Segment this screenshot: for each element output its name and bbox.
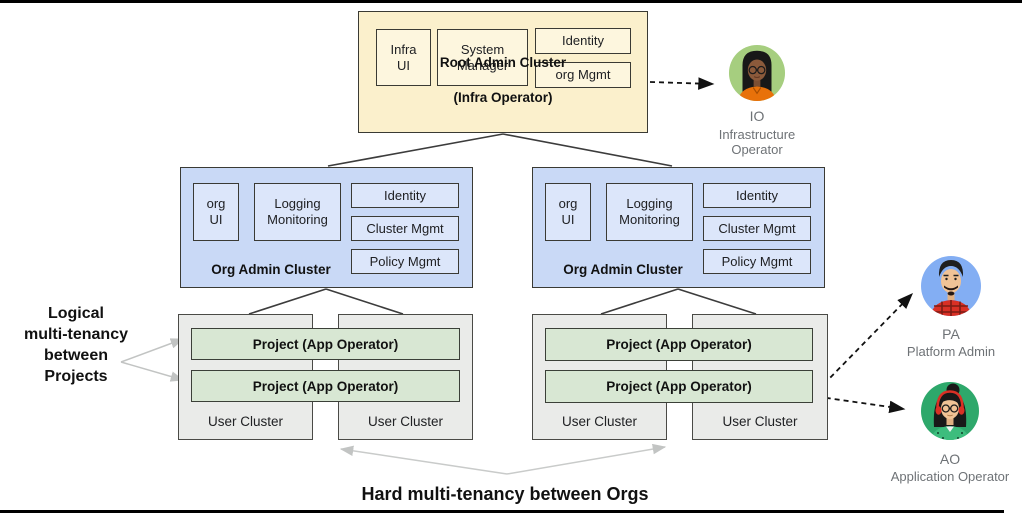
org-admin-cluster-right: org UI Logging Monitoring Identity Clust…: [532, 167, 825, 288]
org-cluster-title: Org Admin Cluster: [563, 262, 683, 278]
component-org-ui: org UI: [193, 183, 239, 241]
platform-admin-avatar-icon: [921, 256, 981, 316]
user-cluster-label: User Cluster: [561, 414, 637, 429]
logical-multitenancy-note: Logical multi-tenancy between Projects: [23, 305, 128, 385]
org-to-user-connectors: [248, 288, 757, 315]
io-avatar: [728, 44, 786, 102]
root-to-org-connectors: [327, 133, 673, 167]
component-identity: Identity: [535, 28, 631, 54]
project-bar-left-2: Project (App Operator): [191, 370, 460, 402]
root-cluster-title: Root Admin Cluster (Infra Operator): [359, 36, 647, 124]
arrow-root-to-io: [649, 77, 715, 90]
component-logging-monitoring: Logging Monitoring: [254, 183, 341, 241]
ao-role-label: Application Operator: [890, 469, 1010, 484]
application-operator-avatar-icon: [921, 382, 979, 440]
pa-abbr-label: PA: [942, 326, 960, 342]
component-infra-ui: Infra UI: [376, 29, 431, 86]
component-logging-monitoring: Logging Monitoring: [606, 183, 693, 241]
user-cluster-label: User Cluster: [367, 414, 443, 429]
pa-role-label: Platform Admin: [906, 344, 996, 359]
top-border-line: [0, 0, 1022, 3]
pa-avatar: [920, 255, 982, 317]
root-admin-cluster: Infra UI System Manager Identity org Mgm…: [358, 11, 648, 133]
hard-multitenancy-note: Hard multi-tenancy between Orgs: [361, 484, 649, 504]
component-system-manager: System Manager: [437, 29, 528, 86]
component-org-ui: org UI: [545, 183, 591, 241]
component-policy-mgmt: Policy Mgmt: [703, 249, 811, 274]
io-abbr-label: IO: [749, 108, 765, 124]
project-bar-left-1: Project (App Operator): [191, 328, 460, 360]
root-cluster-title-line2: (Infra Operator): [453, 89, 553, 105]
hard-tenancy-arrow: [339, 443, 667, 475]
bottom-border-line: [0, 510, 1004, 513]
user-cluster-label: User Cluster: [207, 414, 283, 429]
component-identity: Identity: [703, 183, 811, 208]
component-org-mgmt: org Mgmt: [535, 62, 631, 88]
component-cluster-mgmt: Cluster Mgmt: [703, 216, 811, 241]
project-bar-right-2: Project (App Operator): [545, 370, 813, 403]
io-role-label: Infrastructure Operator: [718, 127, 796, 157]
ao-abbr-label: AO: [939, 451, 961, 467]
infrastructure-operator-avatar-icon: [728, 44, 786, 102]
arrow-cluster-to-pa: [823, 292, 914, 385]
ao-avatar: [920, 381, 980, 441]
org-admin-cluster-left: org UI Logging Monitoring Identity Clust…: [180, 167, 473, 288]
component-identity: Identity: [351, 183, 459, 208]
component-cluster-mgmt: Cluster Mgmt: [351, 216, 459, 241]
org-cluster-title: Org Admin Cluster: [211, 262, 331, 278]
component-policy-mgmt: Policy Mgmt: [351, 249, 459, 274]
project-bar-right-1: Project (App Operator): [545, 328, 813, 361]
root-cluster-title-line1: Root Admin Cluster: [439, 54, 567, 70]
user-cluster-label: User Cluster: [722, 414, 798, 429]
